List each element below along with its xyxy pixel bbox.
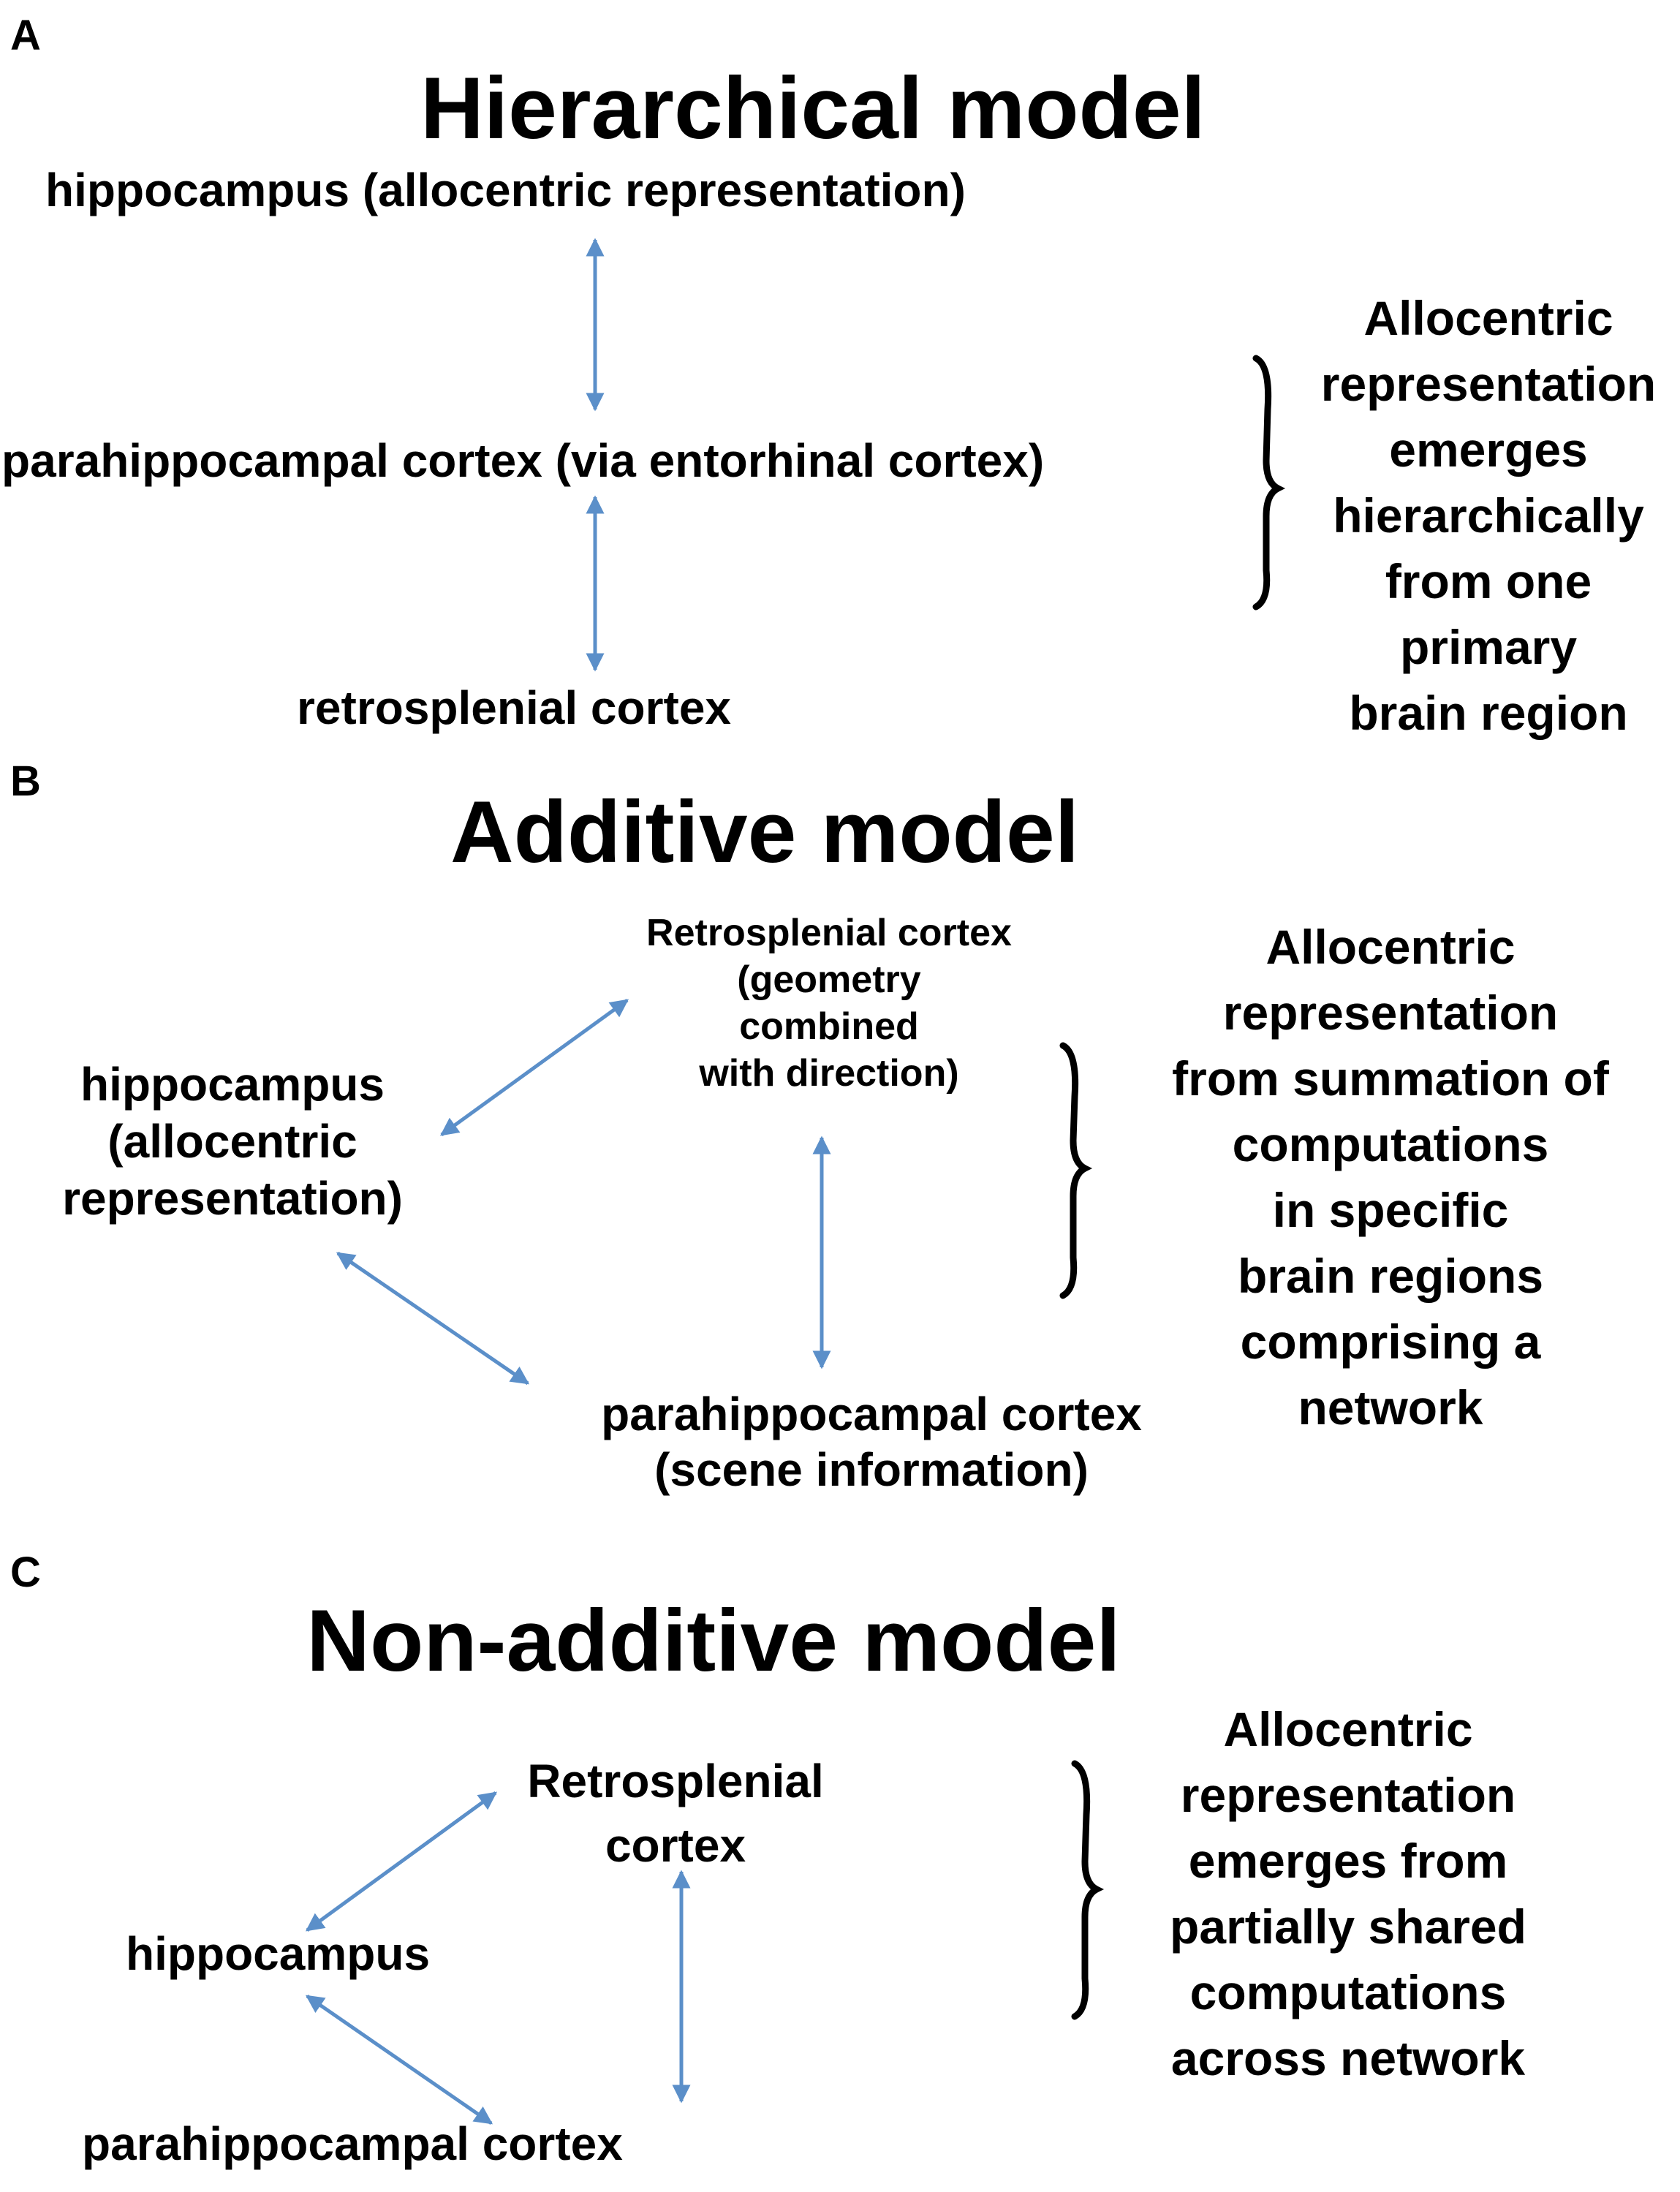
panel-a-description: Allocentric representation emerges hiera…	[1320, 291, 1657, 740]
panel-c-arrow-hippocampus-retrosplenial	[305, 1791, 498, 1932]
panel-b-brace	[1059, 1042, 1093, 1299]
panel-a-title: Hierarchical model	[420, 59, 1206, 157]
panel-a-hippocampus-label: hippocampus (allocentric representation)	[45, 164, 966, 216]
panel-c-arrow-hippocampus-parahippocampal	[305, 1994, 493, 2125]
panel-b-description: Allocentric representation from summatio…	[1172, 920, 1609, 1435]
panel-b-retrosplenial-label: Retrosplenial cortex (geometry combined …	[646, 912, 1012, 1095]
panel-c-parahippocampal-label: parahippocampal cortex	[82, 2117, 623, 2170]
panel-b-parahippocampal-label: parahippocampal cortex (scene informatio…	[601, 1388, 1142, 1496]
panel-c-letter: C	[10, 1549, 41, 1596]
panel-a-retrosplenial-label: retrosplenial cortex	[297, 681, 731, 734]
panel-c-retrosplenial-label: Retrosplenial cortex	[527, 1755, 824, 1872]
panel-c-description: Allocentric representation emerges from …	[1170, 1702, 1526, 2085]
panel-c-hippocampus-label: hippocampus	[126, 1927, 431, 1980]
panel-a-parahippocampal-label: parahippocampal cortex (via entorhinal c…	[1, 434, 1045, 487]
panel-a-brace	[1252, 355, 1286, 611]
panel-b-arrow-hippocampus-parahippocampal	[336, 1251, 530, 1386]
panel-b-hippocampus-label: hippocampus (allocentric representation)	[62, 1058, 403, 1225]
panel-b-arrow-hippocampus-retrosplenial	[439, 998, 629, 1137]
panel-b-letter: B	[10, 757, 41, 805]
panel-c-title: Non-additive model	[306, 1592, 1121, 1690]
panel-b-title: Additive model	[450, 783, 1080, 881]
panel-c-brace	[1071, 1760, 1105, 2020]
panel-a-letter: A	[10, 12, 41, 59]
